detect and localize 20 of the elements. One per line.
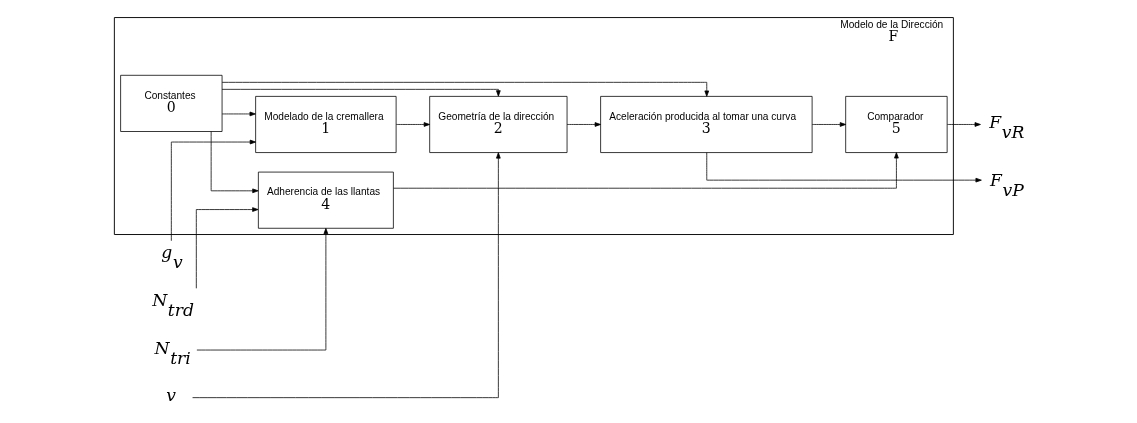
arrow xyxy=(395,122,430,127)
node-box: Geometría de la dirección 2 xyxy=(428,96,567,153)
arrow xyxy=(221,111,256,117)
arrow xyxy=(946,122,981,127)
arrow xyxy=(210,131,259,194)
arrow xyxy=(392,152,899,189)
node-text: v xyxy=(165,385,176,406)
arrow xyxy=(705,152,982,183)
arrow xyxy=(811,122,846,127)
node-box: Adherencia de las llantas 4 xyxy=(257,171,394,229)
arrow xyxy=(195,228,328,351)
arrow xyxy=(195,207,258,289)
arrow xyxy=(191,152,501,399)
node-box: Comparador 5 xyxy=(844,96,948,153)
arrow xyxy=(566,122,601,127)
node-box: Constantes 0 xyxy=(119,74,222,132)
arrow xyxy=(221,81,709,97)
node-box: Modelado de la cremallera 1 xyxy=(254,96,396,153)
node-box: Aceleración producida al tomar una curva 3 xyxy=(599,96,812,153)
arrow xyxy=(221,88,501,97)
